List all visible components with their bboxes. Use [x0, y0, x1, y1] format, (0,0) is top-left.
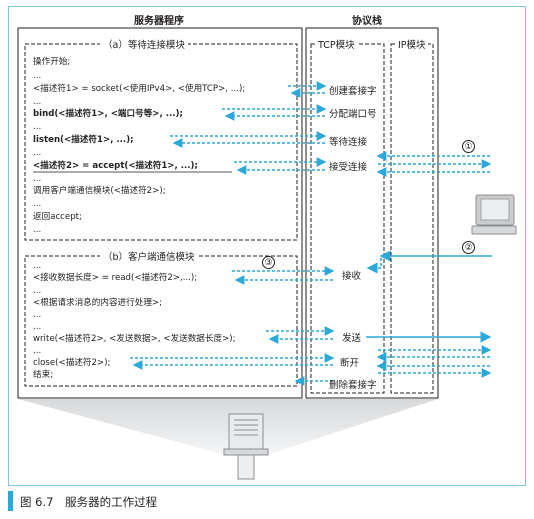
code-line: ... [33, 71, 42, 81]
caption-accent-bar [8, 491, 13, 511]
code-line: ... [33, 122, 42, 132]
code-line: ... [33, 225, 42, 235]
client-computer-icon [471, 194, 517, 235]
server-tower-icon [223, 413, 269, 480]
marker-3: ③ [262, 256, 275, 269]
tcp-accept-connect: 接受连接 [329, 162, 368, 173]
tcp-delete-socket: 删除套接字 [329, 380, 377, 391]
server-program-title: 服务器程序 [134, 16, 184, 27]
tcp-assign-port: 分配端口号 [329, 109, 377, 120]
ip-module-title: IP模块 [396, 37, 428, 51]
server-program-box [17, 27, 303, 399]
protocol-stack-box [305, 27, 439, 399]
figure-caption: 图 6.7 服务器的工作过程 [20, 494, 157, 510]
code-line: <描述符1> = socket(<使用IPv4>, <使用TCP>, ...); [33, 84, 246, 94]
server-beam [18, 399, 438, 455]
code-line-write: write(<描述符2>, <发送数据>, <发送数据长度>); [33, 334, 236, 344]
tcp-module-title: TCP模块 [316, 37, 357, 51]
tcp-wait-connect: 等待连接 [329, 137, 368, 148]
code-line: 结束; [33, 370, 54, 380]
code-line: ... [33, 261, 42, 271]
code-line: ... [33, 174, 42, 184]
code-line: ... [33, 346, 42, 356]
tcp-send: 发送 [342, 333, 362, 344]
code-line: ... [33, 310, 42, 320]
ip-module-box [390, 43, 434, 394]
code-line-read: <接收数据长度> = read(<描述符2>,...); [33, 273, 198, 283]
marker-1: ① [462, 140, 475, 153]
code-line: ... [33, 199, 42, 209]
code-line-accept: <描述符2> = accept(<描述符1>, ...); [33, 161, 198, 171]
code-line-bind: bind(<描述符1>, <端口号等>, ...); [33, 109, 183, 119]
figure-title: 服务器的工作过程 [65, 495, 158, 509]
code-line: ... [33, 286, 42, 296]
code-line-listen: listen(<描述符1>, ...); [33, 135, 134, 145]
figure-number: 图 6.7 [20, 495, 54, 509]
code-line-close: close(<描述符2>); [33, 358, 111, 368]
code-line: <根据请求消息的内容进行处理>; [33, 298, 163, 308]
client-module-title: （b）客户端通信模块 [100, 249, 198, 263]
figure-frame [8, 6, 526, 486]
tcp-create-socket: 创建套接字 [329, 86, 377, 97]
tcp-disconnect: 断开 [340, 358, 360, 369]
code-line: 调用客户端通信模块(<描述符2>); [33, 186, 166, 196]
marker-2: ② [462, 241, 475, 254]
code-line: ... [33, 97, 42, 107]
tcp-receive: 接收 [342, 271, 362, 282]
code-line: ... [33, 322, 42, 332]
protocol-stack-title: 协议栈 [352, 16, 382, 27]
code-line: 操作开始; [33, 57, 71, 67]
wait-module-title: （a）等待连接模块 [100, 37, 188, 51]
code-line: 返回accept; [33, 212, 82, 222]
code-line: ... [33, 148, 42, 158]
